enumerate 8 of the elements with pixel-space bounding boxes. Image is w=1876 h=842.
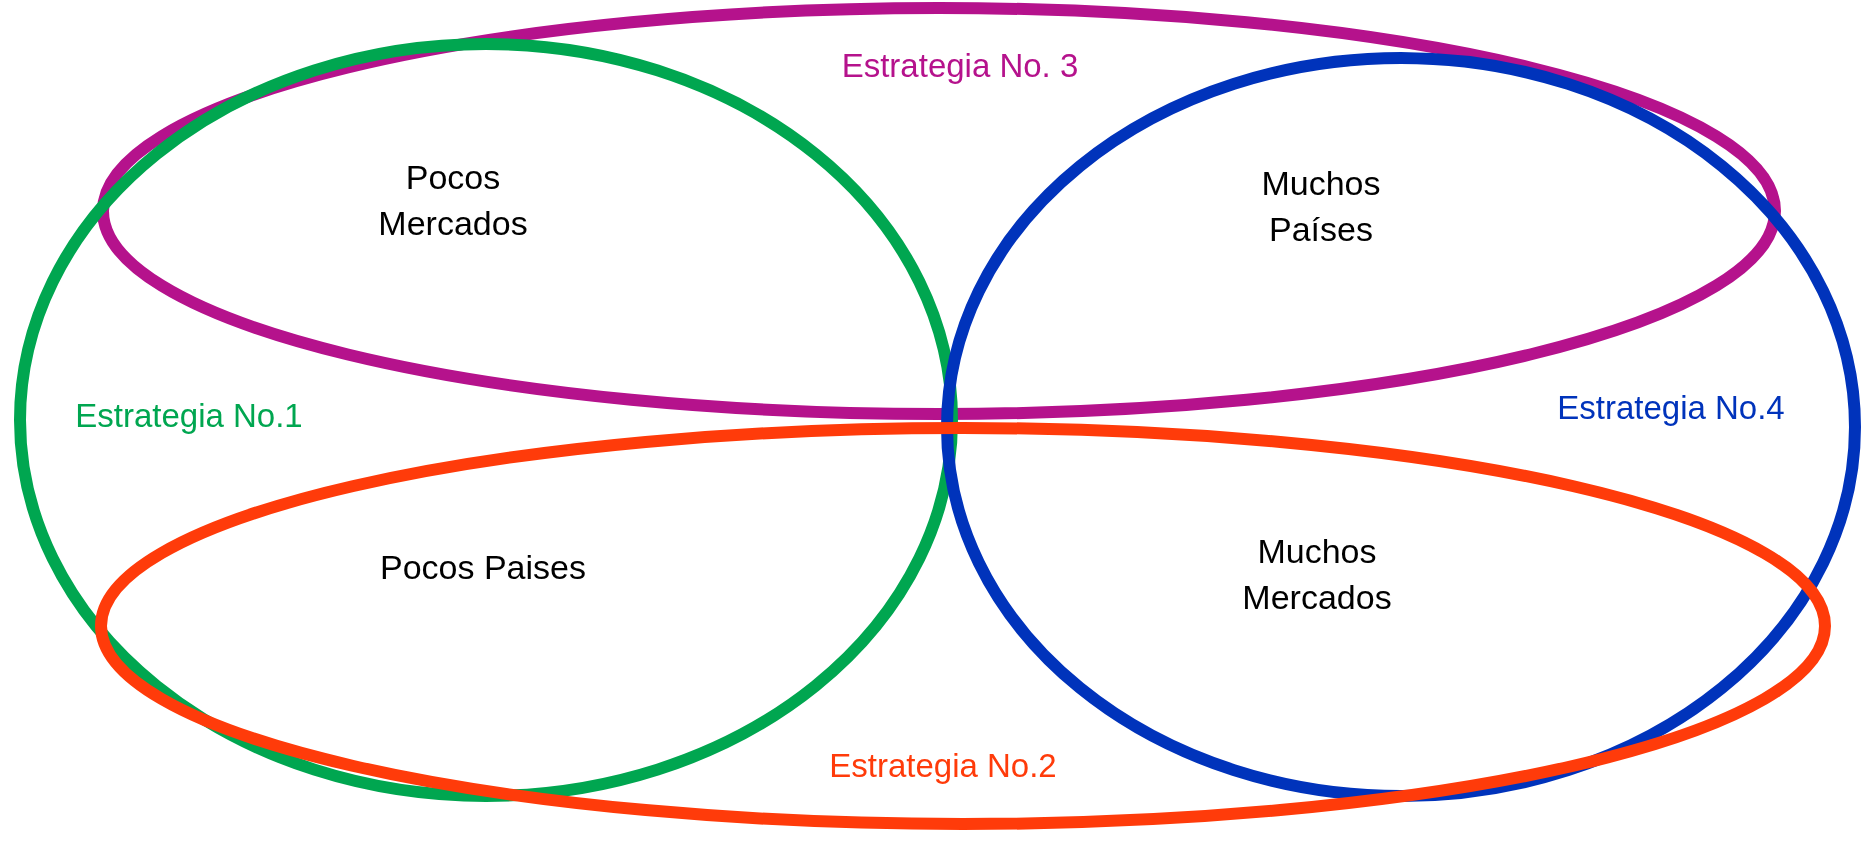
strategy-label: Estrategia No.2 [829, 747, 1057, 785]
strategy-label: Estrategia No. 3 [841, 47, 1079, 85]
region-label: Muchos Mercados [1241, 531, 1393, 618]
strategy-label: Estrategia No.4 [1557, 389, 1785, 427]
region-label: Pocos Paises [379, 547, 587, 589]
strategy-label: Estrategia No.1 [75, 397, 303, 435]
region-label: Pocos Mercados [377, 157, 529, 244]
region-label: Muchos Países [1260, 163, 1382, 250]
